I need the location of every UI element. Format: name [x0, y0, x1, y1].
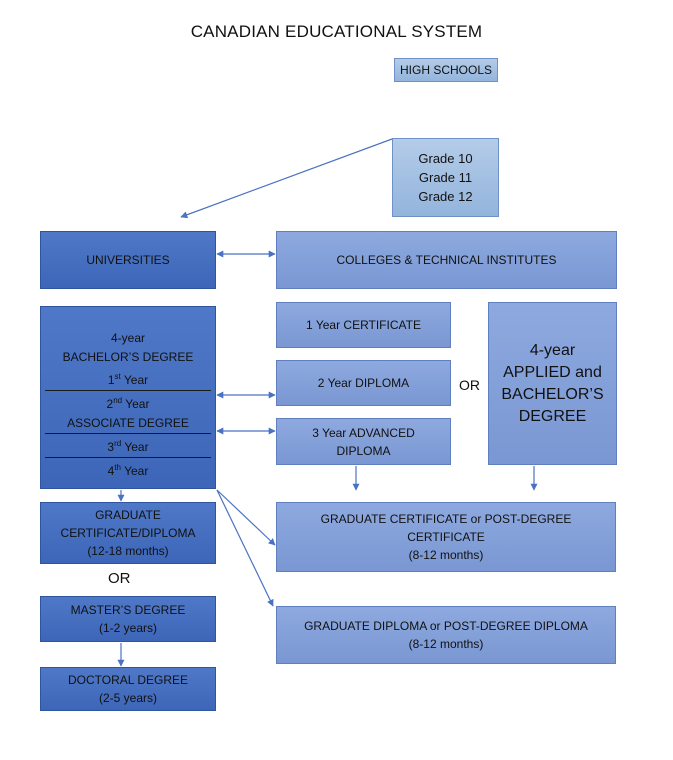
- associate-degree-label: ASSOCIATE DEGREE: [67, 416, 189, 430]
- doctoral-degree-box: DOCTORAL DEGREE (2-5 years): [40, 667, 216, 711]
- diagram-title: CANADIAN EDUCATIONAL SYSTEM: [190, 22, 483, 41]
- universities-label: UNIVERSITIES: [86, 253, 170, 267]
- three-year-advanced-diploma-box: 3 Year ADVANCED DIPLOMA: [276, 418, 451, 465]
- graduate-cert-line-3: (12-18 months): [87, 544, 169, 558]
- graduate-cert-line-2: CERTIFICATE/DIPLOMA: [60, 526, 196, 540]
- grade-11: Grade 11: [418, 170, 473, 185]
- universities-box: UNIVERSITIES: [40, 231, 216, 289]
- bachelors-degree-box: 4-year BACHELOR’S DEGREE 1st Year 2nd Ye…: [40, 306, 216, 489]
- colleges-label: COLLEGES & TECHNICAL INSTITUTES: [336, 253, 557, 267]
- grad-diploma-college-line-2: (8-12 months): [408, 637, 484, 651]
- year-3: 3rd Year: [45, 433, 211, 457]
- year-4: 4th Year: [45, 457, 211, 481]
- two-year-diploma-box: 2 Year DIPLOMA: [276, 360, 451, 406]
- year-1-label: 1st Year: [107, 372, 149, 387]
- colleges-box: COLLEGES & TECHNICAL INSTITUTES: [276, 231, 617, 289]
- year-4-label: 4th Year: [107, 463, 149, 478]
- arrow-grades-to-universities: [180, 138, 393, 219]
- applied-degree-line-4: DEGREE: [518, 407, 587, 425]
- advanced-diploma-line-1: 3 Year ADVANCED: [312, 425, 415, 440]
- year-2: 2nd Year: [45, 390, 211, 414]
- grad-diploma-college-line-1: GRADUATE DIPLOMA or POST-DEGREE DIPLOMA: [304, 619, 588, 633]
- or-label-university: OR: [108, 570, 131, 587]
- applied-degree-line-1: 4-year: [529, 341, 576, 359]
- graduate-cert-line-1: GRADUATE: [95, 508, 161, 522]
- masters-degree-label: MASTER’S DEGREE: [70, 603, 186, 617]
- or-label-college: OR: [459, 377, 480, 393]
- applied-degree-line-2: APPLIED and: [503, 363, 602, 381]
- year-1: 1st Year: [45, 367, 211, 390]
- graduate-certificate-post-degree-box: GRADUATE CERTIFICATE or POST-DEGREE CERT…: [276, 502, 616, 572]
- masters-degree-box: MASTER’S DEGREE (1-2 years): [40, 596, 216, 642]
- applied-degree-line-3: BACHELOR’S: [501, 385, 604, 403]
- advanced-diploma-line-2: DIPLOMA: [336, 443, 391, 458]
- high-schools-label: HIGH SCHOOLS: [399, 63, 492, 77]
- graduate-certificate-diploma-box: GRADUATE CERTIFICATE/DIPLOMA (12-18 mont…: [40, 502, 216, 564]
- arrow-bachelors-to-college-grad-cert: [216, 489, 276, 546]
- grade-10: Grade 10: [418, 151, 473, 166]
- masters-duration: (1-2 years): [98, 621, 157, 635]
- grad-cert-college-line-1: GRADUATE CERTIFICATE or POST-DEGREE: [320, 512, 572, 526]
- grad-cert-college-line-2: CERTIFICATE: [407, 530, 485, 544]
- arrow-bachelors-to-college-grad-diploma: [216, 489, 274, 607]
- one-year-certificate-label: 1 Year CERTIFICATE: [306, 318, 421, 332]
- doctoral-duration: (2-5 years): [98, 691, 157, 705]
- year-3-label: 3rd Year: [107, 439, 149, 454]
- bachelors-degree-label: BACHELOR’S DEGREE: [62, 350, 194, 364]
- graduate-diploma-post-degree-box: GRADUATE DIPLOMA or POST-DEGREE DIPLOMA …: [276, 606, 616, 664]
- grad-cert-college-line-3: (8-12 months): [408, 548, 484, 562]
- high-schools-box: HIGH SCHOOLS: [394, 58, 498, 82]
- one-year-certificate-box: 1 Year CERTIFICATE: [276, 302, 451, 348]
- two-year-diploma-label: 2 Year DIPLOMA: [317, 376, 410, 390]
- doctoral-degree-label: DOCTORAL DEGREE: [67, 673, 189, 687]
- applied-degree-box: 4-year APPLIED and BACHELOR’S DEGREE: [488, 302, 617, 465]
- grade-12: Grade 12: [418, 189, 473, 204]
- grades-box: Grade 10 Grade 11 Grade 12: [392, 138, 499, 217]
- year-2-label: 2nd Year: [106, 396, 150, 411]
- bachelors-duration: 4-year: [110, 331, 145, 345]
